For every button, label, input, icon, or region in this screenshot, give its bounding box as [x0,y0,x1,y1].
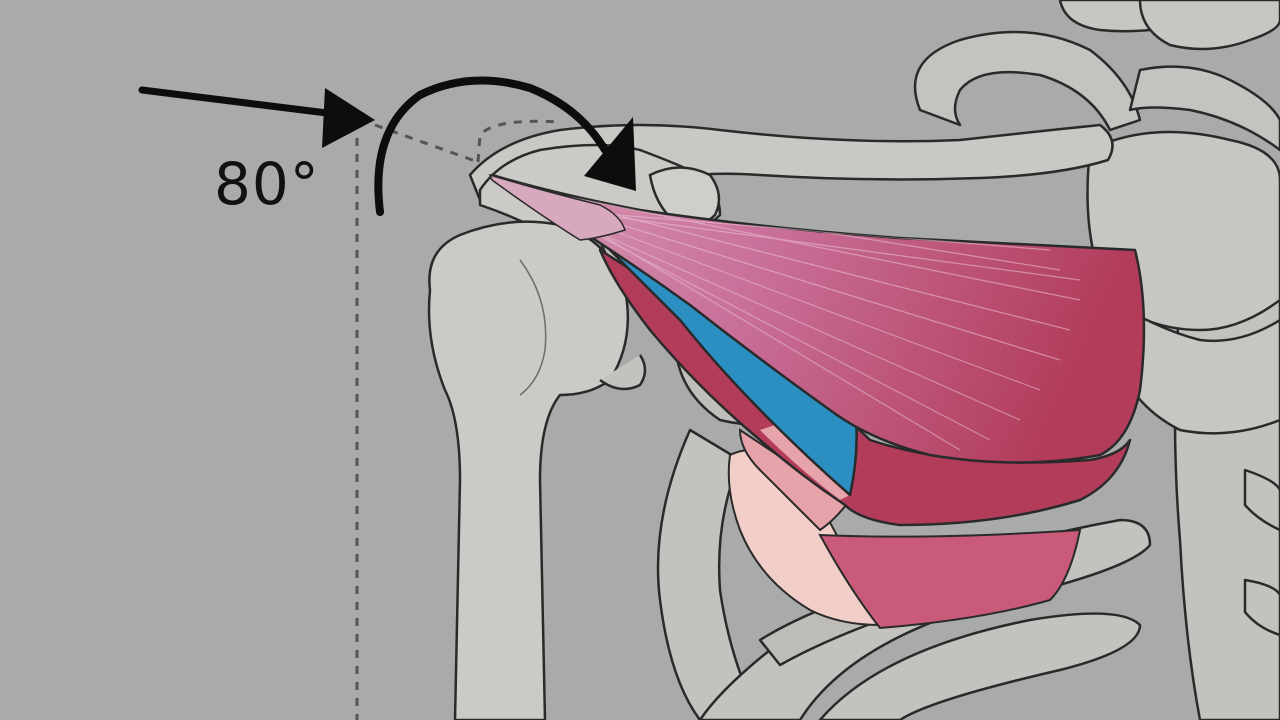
first-rib [913,30,1280,152]
straight-arrow-icon [138,86,375,148]
lower-muscle-highlight [760,425,850,500]
muscle-fibers [492,175,1144,463]
cervical-spine [1058,0,1280,51]
curved-arrow-icon [374,76,636,216]
humerus [427,220,647,720]
coracoid-process [648,166,721,227]
angle-label: 80° [214,150,320,218]
muscle-origin-tendon [488,173,626,241]
lower-pink-band [818,528,1082,630]
